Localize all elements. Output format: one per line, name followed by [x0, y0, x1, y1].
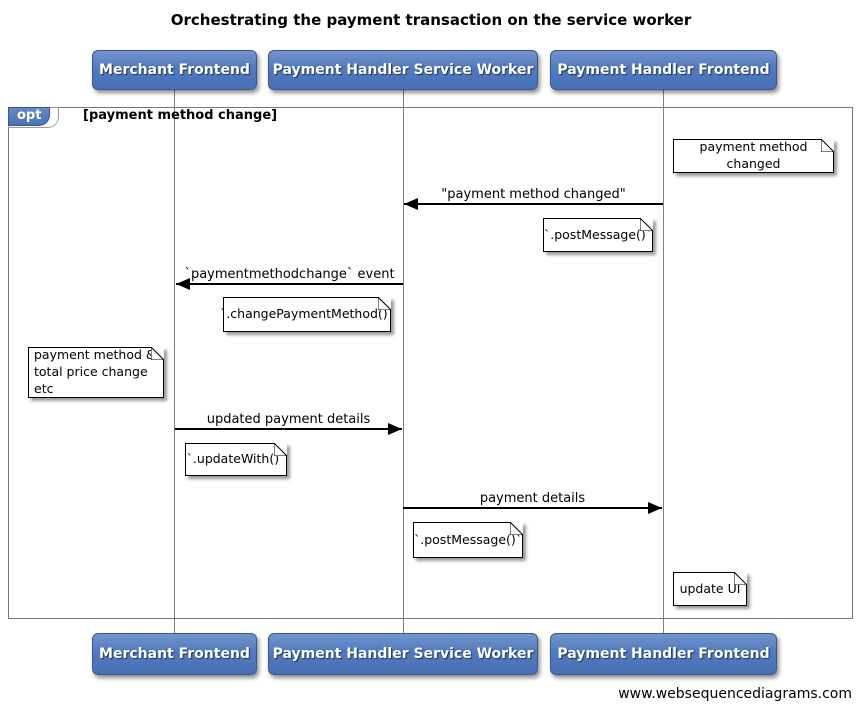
message-line-3: [175, 428, 402, 430]
note-changepaymentmethod: `.changePaymentMethod()`: [220, 297, 394, 332]
lifeline-payment-handler-frontend: [663, 90, 664, 633]
folded-corner-icon: [640, 218, 653, 231]
note-text: `.updateWith()`: [186, 451, 286, 467]
message-line-4: [403, 507, 662, 509]
message-line-1: [404, 203, 663, 205]
note-postmessage-1: `.postMessage()`: [543, 218, 653, 252]
folded-corner-icon: [821, 139, 834, 152]
note-payment-method-total-price: payment method & total price change etc: [28, 347, 164, 398]
actor-box-service-worker-top: Payment Handler Service Worker: [268, 50, 538, 90]
folded-corner-icon: [274, 443, 287, 456]
note-text: `.postMessage()`: [544, 226, 653, 242]
lifeline-payment-handler-service-worker: [403, 90, 404, 633]
diagram-title: Orchestrating the payment transaction on…: [170, 11, 692, 29]
arrowhead-left-icon: [404, 198, 418, 210]
lifeline-merchant-frontend: [174, 90, 175, 633]
actor-label: Merchant Frontend: [99, 62, 250, 78]
note-text: `.changePaymentMethod()`: [220, 306, 394, 322]
note-text: payment method changed: [699, 139, 808, 171]
actor-box-merchant-frontend-top: Merchant Frontend: [92, 50, 257, 90]
actor-label: Payment Handler Service Worker: [272, 646, 534, 662]
message-line-2: [176, 283, 403, 285]
note-updatewith: `.updateWith()`: [185, 443, 287, 476]
actor-box-merchant-frontend-bottom: Merchant Frontend: [92, 633, 257, 675]
actor-box-payment-handler-frontend-top: Payment Handler Frontend: [550, 50, 777, 90]
note-payment-method-changed: payment method changed: [673, 139, 834, 173]
watermark-websequencediagrams: www.websequencediagrams.com: [618, 686, 852, 702]
arrowhead-left-icon: [176, 278, 190, 290]
actor-label: Payment Handler Service Worker: [272, 62, 534, 78]
folded-corner-icon: [510, 522, 523, 535]
actor-label: Merchant Frontend: [99, 646, 250, 662]
note-text: `.postMessage()`: [414, 531, 523, 547]
message-label-payment-method-changed: "payment method changed": [441, 187, 626, 202]
opt-guard-label: [payment method change]: [83, 108, 278, 123]
opt-operator-tab: opt: [8, 107, 50, 126]
note-postmessage-2: `.postMessage()`: [413, 522, 523, 558]
actor-box-payment-handler-frontend-bottom: Payment Handler Frontend: [550, 633, 777, 675]
message-label-paymentmethodchange-event: `paymentmethodchange` event: [184, 267, 395, 282]
actor-label: Payment Handler Frontend: [557, 646, 770, 662]
message-label-updated-payment-details: updated payment details: [206, 412, 371, 427]
opt-fragment-frame: [8, 107, 853, 619]
actor-box-service-worker-bottom: Payment Handler Service Worker: [268, 633, 538, 675]
message-label-payment-details: payment details: [479, 491, 586, 506]
arrowhead-right-icon: [388, 423, 402, 435]
actor-label: Payment Handler Frontend: [557, 62, 770, 78]
note-text: payment method & total price change etc: [34, 347, 156, 396]
folded-corner-icon: [378, 297, 391, 310]
folded-corner-icon: [151, 347, 164, 360]
arrowhead-right-icon: [648, 502, 662, 514]
note-update-ui: update UI: [673, 572, 747, 606]
folded-corner-icon: [734, 572, 747, 585]
opt-operator-label: opt: [17, 108, 42, 123]
